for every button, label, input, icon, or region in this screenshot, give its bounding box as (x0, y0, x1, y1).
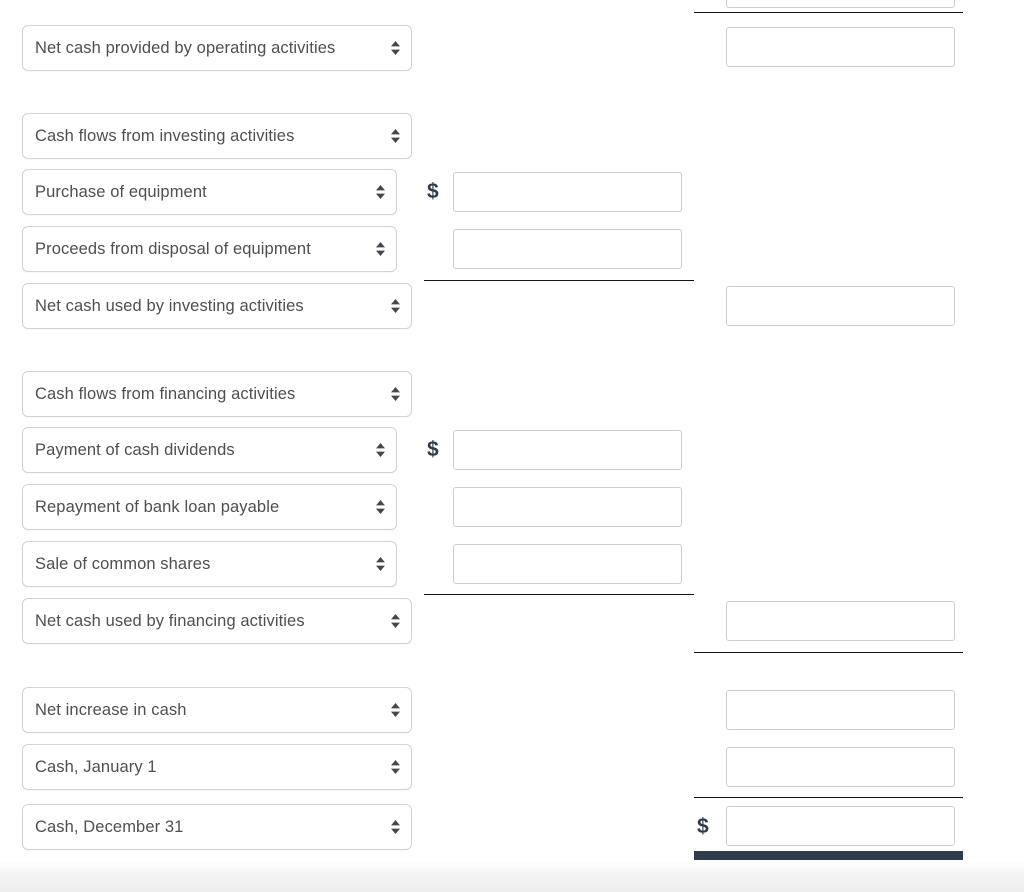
spinner-updown-icon (375, 239, 386, 259)
account-select-label: Sale of common shares (35, 554, 211, 573)
spinner-updown-icon (390, 611, 401, 631)
spinner-updown-icon (390, 384, 401, 404)
amount-input-partial-top[interactable] (726, 0, 955, 8)
account-select-label: Repayment of bank loan payable (35, 497, 280, 516)
account-select-purchase-of-equipment[interactable]: Purchase of equipment (22, 169, 397, 215)
amount-input-net-cash-financing[interactable] (726, 601, 955, 641)
account-select-repayment-bank-loan-payable[interactable]: Repayment of bank loan payable (22, 484, 397, 530)
account-select-cash-flows-financing[interactable]: Cash flows from financing activities (22, 371, 412, 417)
account-select-cash-flows-investing[interactable]: Cash flows from investing activities (22, 113, 412, 159)
subtotal-rule-top (694, 12, 963, 13)
amount-input-cash-january-1[interactable] (726, 747, 955, 787)
account-select-label: Cash, January 1 (35, 757, 157, 776)
amount-input-net-increase-in-cash[interactable] (726, 690, 955, 730)
spinner-updown-icon (375, 497, 386, 517)
spinner-updown-icon (390, 38, 401, 58)
account-select-label: Cash flows from financing activities (35, 384, 296, 403)
spinner-updown-icon (375, 554, 386, 574)
page-bottom-fade (0, 860, 1024, 892)
spinner-updown-icon (390, 817, 401, 837)
subtotal-rule-financing (424, 594, 694, 595)
subtotal-rule-net-increase (694, 652, 963, 653)
amount-input-purchase-of-equipment[interactable] (453, 172, 682, 212)
subtotal-rule-investing (424, 280, 694, 281)
amount-input-sale-of-common-shares[interactable] (453, 544, 682, 584)
account-select-cash-january-1[interactable]: Cash, January 1 (22, 744, 412, 790)
account-select-label: Net cash provided by operating activitie… (35, 38, 336, 57)
spinner-updown-icon (390, 700, 401, 720)
amount-input-net-cash-investing[interactable] (726, 286, 955, 326)
currency-symbol: $ (427, 180, 439, 203)
account-select-label: Cash flows from investing activities (35, 126, 295, 145)
account-select-label: Net cash used by investing activities (35, 296, 304, 315)
grand-total-double-rule (694, 849, 963, 860)
subtotal-rule-cash-ending (694, 797, 963, 798)
amount-input-net-cash-operating[interactable] (726, 27, 955, 67)
account-select-label: Net increase in cash (35, 700, 187, 719)
account-select-net-cash-financing[interactable]: Net cash used by financing activities (22, 598, 412, 644)
account-select-label: Purchase of equipment (35, 182, 207, 201)
spinner-updown-icon (390, 296, 401, 316)
spinner-updown-icon (390, 126, 401, 146)
account-select-net-cash-operating[interactable]: Net cash provided by operating activitie… (22, 25, 412, 71)
account-select-label: Cash, December 31 (35, 817, 184, 836)
spinner-updown-icon (375, 440, 386, 460)
account-select-cash-december-31[interactable]: Cash, December 31 (22, 804, 412, 850)
amount-input-payment-of-cash-dividends[interactable] (453, 430, 682, 470)
account-select-payment-of-cash-dividends[interactable]: Payment of cash dividends (22, 427, 397, 473)
account-select-label: Proceeds from disposal of equipment (35, 239, 311, 258)
account-select-label: Net cash used by financing activities (35, 611, 305, 630)
amount-input-proceeds-disposal-equipment[interactable] (453, 229, 682, 269)
spinner-updown-icon (375, 182, 386, 202)
currency-symbol: $ (427, 438, 439, 461)
account-select-net-cash-investing[interactable]: Net cash used by investing activities (22, 283, 412, 329)
account-select-net-increase-in-cash[interactable]: Net increase in cash (22, 687, 412, 733)
spinner-updown-icon (390, 757, 401, 777)
account-select-sale-of-common-shares[interactable]: Sale of common shares (22, 541, 397, 587)
account-select-label: Payment of cash dividends (35, 440, 235, 459)
account-select-proceeds-disposal-equipment[interactable]: Proceeds from disposal of equipment (22, 226, 397, 272)
amount-input-repayment-bank-loan-payable[interactable] (453, 487, 682, 527)
currency-symbol: $ (697, 815, 709, 838)
amount-input-cash-december-31[interactable] (726, 806, 955, 846)
